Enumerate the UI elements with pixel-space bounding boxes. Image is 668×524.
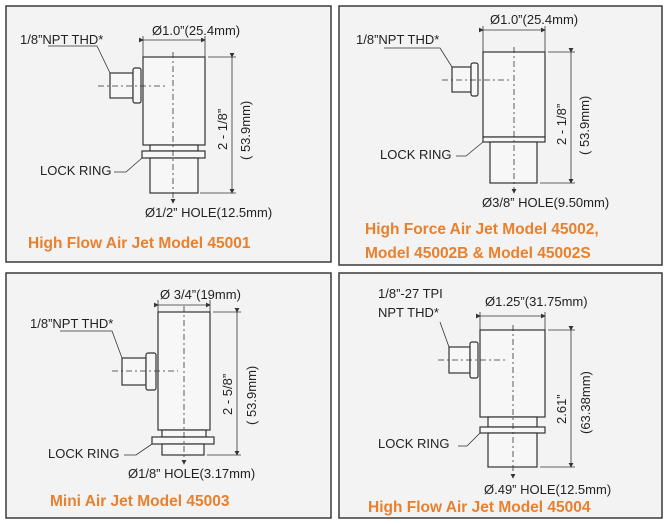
panel-model-45001: Ø1.0”(25.4mm) 1/8”NPT THD* 2 - 1/8” ( 53… xyxy=(5,5,332,263)
thread-label: 1/8”NPT THD* xyxy=(20,32,103,47)
height-in-label: 2 - 5/8” xyxy=(220,374,235,415)
lock-ring-label: LOCK RING xyxy=(40,163,112,178)
model-title-line2: Model 45002B & Model 45002S xyxy=(365,245,591,262)
thread-label: 1/8”NPT THD* xyxy=(30,316,113,331)
outlet xyxy=(161,443,205,456)
panel-model-45002: Ø1.0”(25.4mm) 1/8”NPT THD* 2 - 1/8” ( 53… xyxy=(338,5,663,266)
hex-nut xyxy=(145,352,157,391)
model-title: High Flow Air Jet Model 45001 xyxy=(28,235,251,252)
height-mm-label: ( 53.9mm) xyxy=(238,101,253,160)
height-in-label: 2.61” xyxy=(554,394,569,424)
height-in-label: 2 - 1/8” xyxy=(554,104,569,145)
lock-ring xyxy=(141,150,206,159)
outlet xyxy=(149,157,199,194)
diameter-label: Ø 3/4”(19mm) xyxy=(160,287,241,302)
nozzle-body xyxy=(479,329,546,418)
nozzle-body xyxy=(142,56,206,146)
height-in-label: 2 - 1/8” xyxy=(215,109,230,150)
hole-label: Ø1/8” HOLE(3.17mm) xyxy=(128,466,255,481)
outlet xyxy=(489,141,538,184)
body-step xyxy=(487,416,538,428)
hole-label: Ø.49” HOLE(12.5mm) xyxy=(484,482,611,497)
diameter-label: Ø1.25”(31.75mm) xyxy=(485,294,588,309)
diameter-label: Ø1.0”(25.4mm) xyxy=(490,12,578,27)
hole-label: Ø1/2” HOLE(12.5mm) xyxy=(145,205,272,220)
hole-label: Ø3/8” HOLE(9.50mm) xyxy=(482,195,609,210)
panel-model-45004: Ø1.25”(31.75mm) 1/8”-27 TPI NPT THD* 2.6… xyxy=(338,272,663,519)
height-mm-label: (63.38mm) xyxy=(578,371,593,434)
thread-label-line2: NPT THD* xyxy=(378,305,439,320)
lock-ring xyxy=(151,436,215,445)
model-title: High Flow Air Jet Model 45004 xyxy=(368,499,591,516)
lock-ring-label: LOCK RING xyxy=(380,147,452,162)
outlet xyxy=(487,432,538,468)
model-title: Mini Air Jet Model 45003 xyxy=(50,493,230,510)
inlet-nipple xyxy=(121,357,147,386)
lock-ring-label: LOCK RING xyxy=(48,446,120,461)
height-mm-label: ( 53.9mm) xyxy=(577,96,592,155)
inlet-nipple xyxy=(451,66,472,93)
hex-nut xyxy=(132,67,142,104)
thread-label: 1/8”-27 TPI xyxy=(378,286,443,301)
panel-model-45003: Ø 3/4”(19mm) 1/8”NPT THD* 2 - 5/8” ( 53.… xyxy=(5,272,332,519)
model-title: High Force Air Jet Model 45002, xyxy=(365,221,599,238)
height-mm-label: ( 53.9mm) xyxy=(244,366,259,425)
lock-ring xyxy=(479,426,546,434)
hex-nut xyxy=(470,62,479,97)
body-step xyxy=(149,144,199,152)
lock-ring-label: LOCK RING xyxy=(378,436,450,451)
thread-label: 1/8”NPT THD* xyxy=(356,32,439,47)
diameter-label: Ø1.0”(25.4mm) xyxy=(152,23,240,38)
inlet-nipple xyxy=(109,72,134,99)
